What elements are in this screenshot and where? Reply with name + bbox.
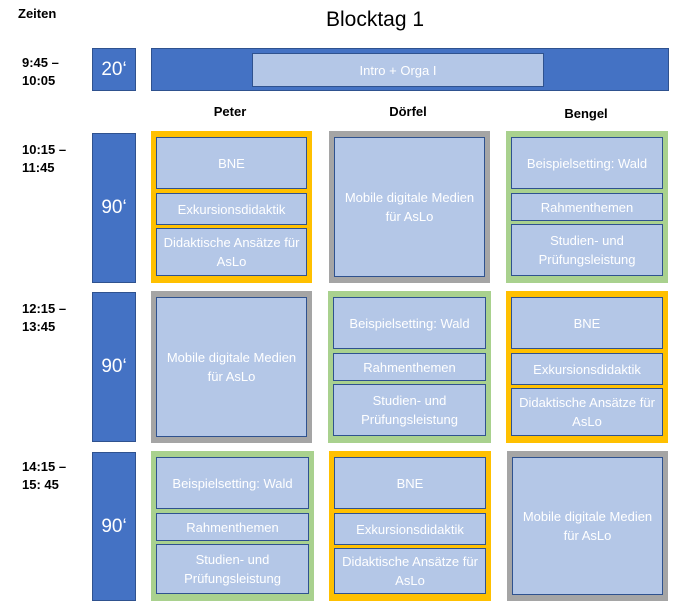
presenter-header-doerfel: Dörfel xyxy=(389,104,427,119)
session-topic: Studien- und Prüfungsleistung xyxy=(333,384,486,436)
intro-time-label: 9:45 – 10:05 xyxy=(22,55,59,88)
slot3-duration-block: 90‘ xyxy=(92,452,136,601)
session-card-bne: BNE Exkursionsdidaktik Didaktische Ansät… xyxy=(506,291,668,443)
session-topic: BNE xyxy=(511,297,663,349)
session-card-bne: BNE Exkursionsdidaktik Didaktische Ansät… xyxy=(151,131,312,283)
session-topic: Exkursionsdidaktik xyxy=(511,353,663,385)
session-topic: Beispielsetting: Wald xyxy=(333,297,486,349)
session-topic: Mobile digitale Medien für AsLo xyxy=(156,297,307,437)
session-topic: Exkursionsdidaktik xyxy=(334,513,486,545)
session-topic: Didaktische Ansätze für AsLo xyxy=(334,548,486,594)
intro-label-box: Intro + Orga I xyxy=(252,53,544,87)
session-topic: BNE xyxy=(156,137,307,189)
session-topic: Didaktische Ansätze für AsLo xyxy=(156,228,307,276)
session-topic: Studien- und Prüfungsleistung xyxy=(156,544,309,594)
session-card-wald: Beispielsetting: Wald Rahmenthemen Studi… xyxy=(151,451,314,601)
session-topic: Didaktische Ansätze für AsLo xyxy=(511,388,663,436)
session-card-mobile-media: Mobile digitale Medien für AsLo xyxy=(329,131,490,283)
session-card-bne: BNE Exkursionsdidaktik Didaktische Ansät… xyxy=(329,451,491,601)
session-topic: Rahmenthemen xyxy=(511,193,663,221)
session-topic: Exkursionsdidaktik xyxy=(156,193,307,225)
session-card-mobile-media: Mobile digitale Medien für AsLo xyxy=(507,451,668,601)
presenter-header-bengel: Bengel xyxy=(564,106,608,121)
session-topic: Rahmenthemen xyxy=(156,513,309,541)
session-topic: Mobile digitale Medien für AsLo xyxy=(334,137,485,277)
session-topic: Beispielsetting: Wald xyxy=(156,457,309,509)
session-topic: Mobile digitale Medien für AsLo xyxy=(512,457,663,595)
intro-duration-block: 20‘ xyxy=(92,48,136,91)
page-title: Blocktag 1 xyxy=(325,8,425,31)
times-column-header: Zeiten xyxy=(18,6,57,21)
session-topic: BNE xyxy=(334,457,486,509)
slot3-time-label: 14:15 – 15: 45 xyxy=(22,459,67,492)
slot2-time-label: 12:15 – 13:45 xyxy=(22,301,67,334)
presenter-header-peter: Peter xyxy=(213,104,247,119)
session-card-wald: Beispielsetting: Wald Rahmenthemen Studi… xyxy=(506,131,668,283)
session-topic: Beispielsetting: Wald xyxy=(511,137,663,189)
slot1-time-label: 10:15 – 11:45 xyxy=(22,142,67,175)
session-topic: Studien- und Prüfungsleistung xyxy=(511,224,663,276)
session-topic: Rahmenthemen xyxy=(333,353,486,381)
slot2-duration-block: 90‘ xyxy=(92,292,136,442)
session-card-mobile-media: Mobile digitale Medien für AsLo xyxy=(151,291,312,443)
slot1-duration-block: 90‘ xyxy=(92,133,136,283)
session-card-wald: Beispielsetting: Wald Rahmenthemen Studi… xyxy=(328,291,491,443)
